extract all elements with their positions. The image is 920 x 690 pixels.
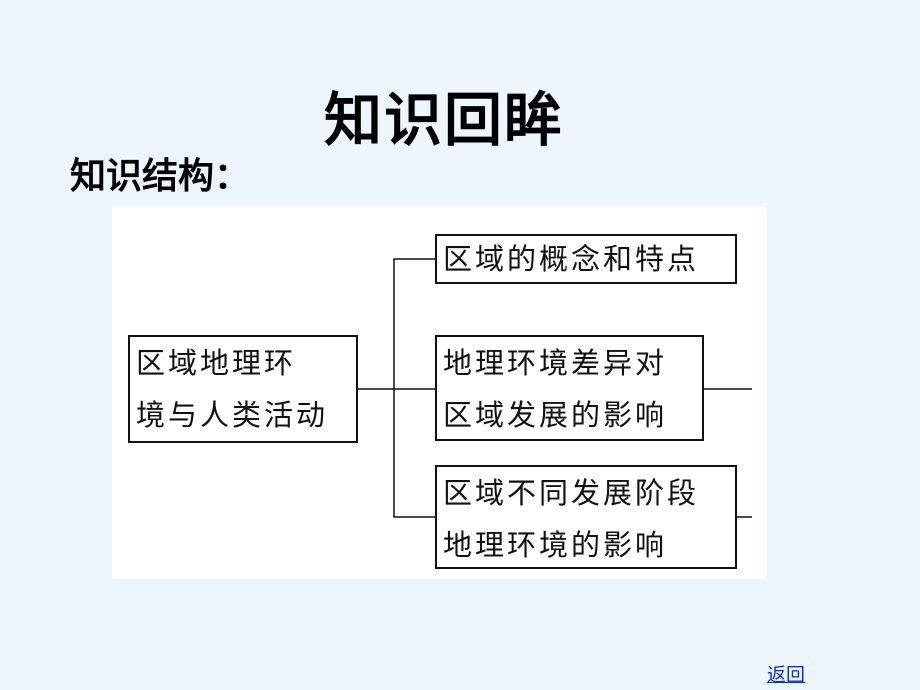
branch-node-3: 区域不同发展阶段 地理环境的影响 (435, 465, 737, 569)
branch-node-1: 区域的概念和特点 (435, 234, 737, 284)
branch-node-2-line-2: 区域发展的影响 (443, 398, 668, 432)
connector-lines (358, 258, 752, 518)
root-node-line-2: 境与人类活动 (136, 398, 329, 432)
branch-node-2: 地理环境差异对 区域发展的影响 (435, 335, 704, 441)
branch-node-3-line-1: 区域不同发展阶段 (443, 476, 700, 510)
branch-node-2-line-1: 地理环境差异对 (443, 346, 668, 380)
branch-node-3-line-2: 地理环境的影响 (443, 528, 668, 562)
back-link[interactable]: 返回 (767, 664, 806, 686)
root-node-line-1: 区域地理环 (136, 346, 297, 380)
branch-node-1-line-1: 区域的概念和特点 (443, 242, 700, 276)
page-title: 知识回眸 (323, 86, 564, 154)
root-node: 区域地理环 境与人类活动 (128, 335, 358, 443)
section-subtitle: 知识结构： (70, 156, 251, 197)
knowledge-structure-diagram: 区域地理环 境与人类活动 区域的概念和特点 地理环境差异对 区域发展的影响 区域… (112, 207, 767, 579)
